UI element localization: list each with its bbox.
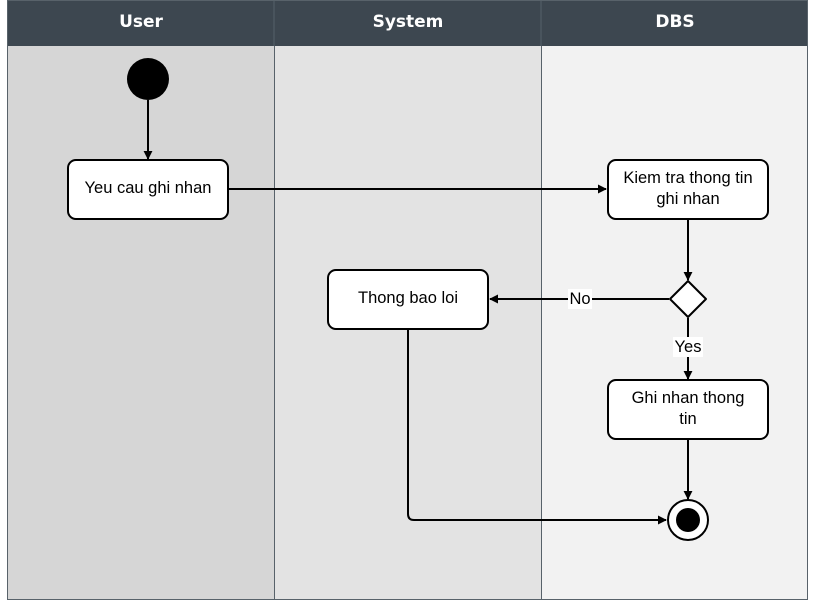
- action-record-info-label-line-1: Ghi nhan thong: [632, 389, 745, 407]
- action-check-info-label-line-1: Kiem tra thong tin: [623, 169, 752, 187]
- edge-label-no: No: [569, 290, 590, 308]
- action-record-info: [607, 379, 769, 440]
- lane-header-bar: [7, 0, 808, 46]
- end-node-inner: [676, 508, 700, 532]
- action-record-info-label-line-2: tin: [679, 410, 696, 428]
- edge-label-yes-bg: [673, 337, 703, 357]
- decision-node: [669, 280, 707, 318]
- action-error-notice: [327, 269, 489, 330]
- action-request-record: [67, 159, 229, 220]
- lane-header-system: System: [373, 12, 444, 32]
- edge-label-no-bg: [568, 289, 592, 309]
- edge-error-to-end: [407, 330, 667, 525]
- action-error-notice-label: Thong bao loi: [358, 289, 458, 307]
- action-check-info: [607, 159, 769, 220]
- lane-user-body: [7, 46, 274, 600]
- edge-label-yes: Yes: [675, 338, 702, 356]
- action-check-info-label-line-2: ghi nhan: [656, 190, 719, 208]
- action-request-record-label: Yeu cau ghi nhan: [85, 179, 212, 197]
- lane-header-dbs: DBS: [655, 12, 694, 32]
- start-node: [127, 58, 169, 100]
- lane-header-user: User: [119, 12, 163, 32]
- diagram-border: [7, 0, 808, 600]
